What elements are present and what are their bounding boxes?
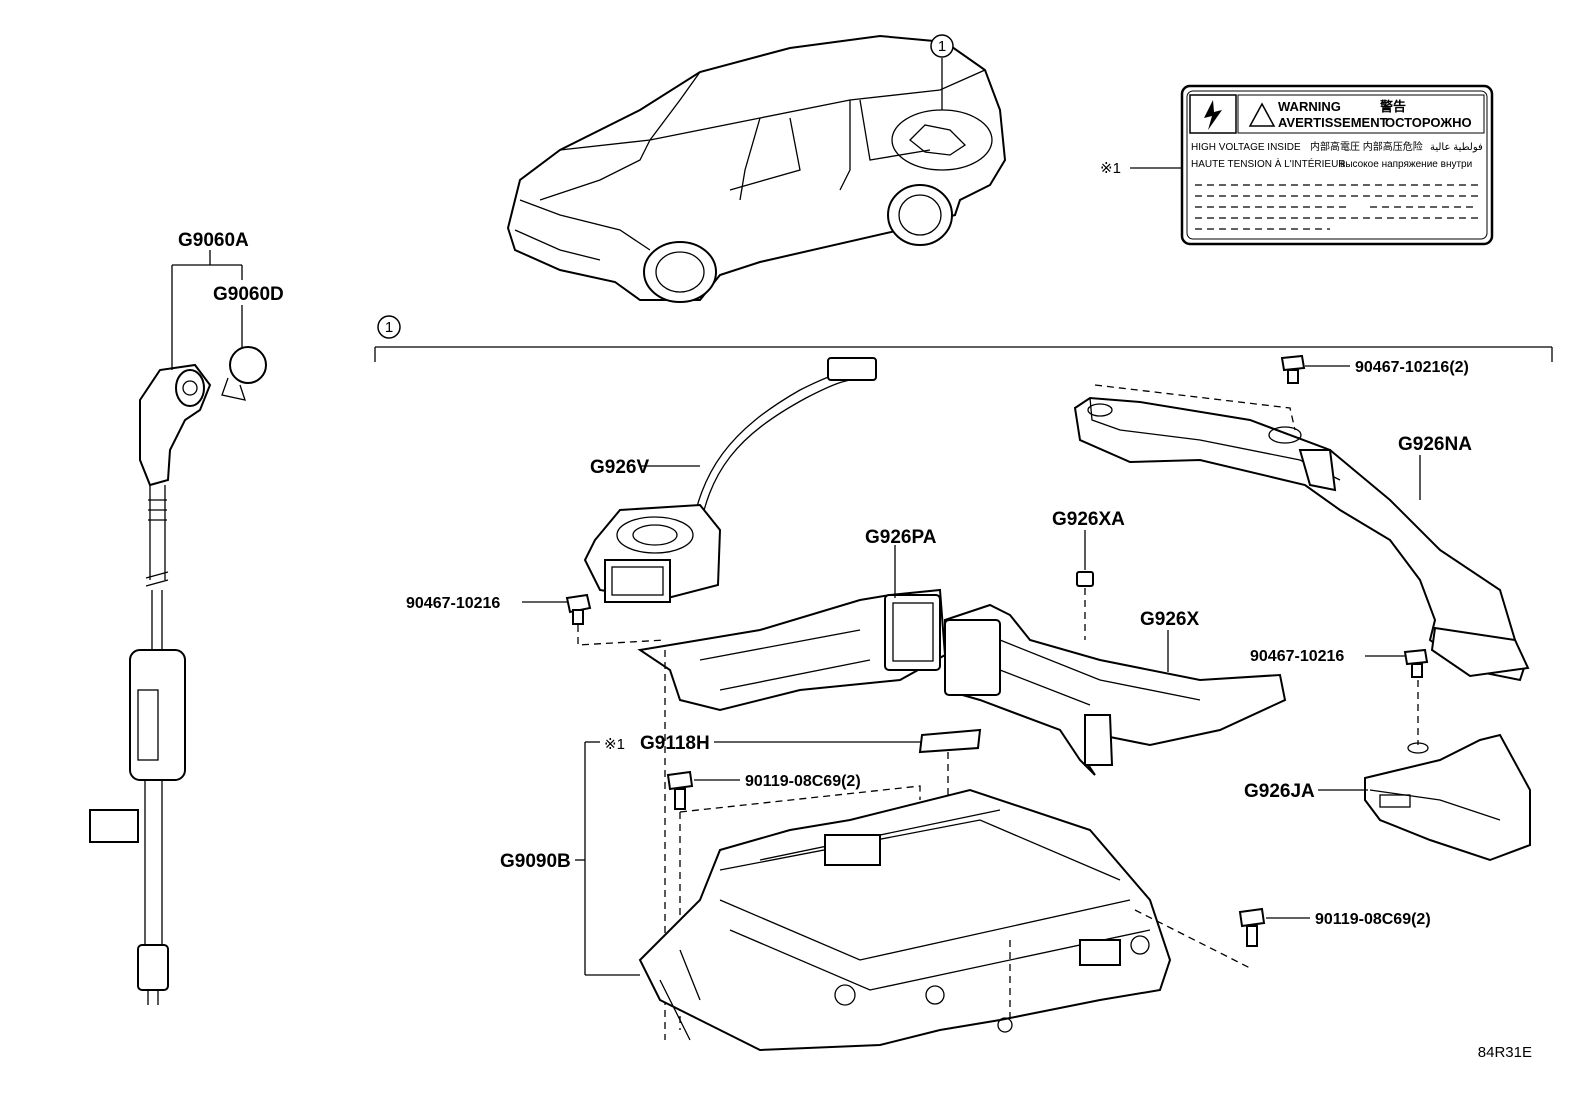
warning-line3: HIGH VOLTAGE INSIDE [1191, 142, 1301, 153]
label-g926ja: G926JA [1244, 781, 1315, 802]
screw-top: 90119-08C69(2) [664, 650, 921, 1040]
blower-fan-g926v: G926V [583, 357, 877, 603]
label-g926v: G926V [590, 457, 649, 478]
label-bolt-left: 90467-10216 [406, 595, 500, 612]
bolt-top-right: 90467-10216(2) [1280, 354, 1469, 384]
label-bolt-right: 90467-10216 [1250, 648, 1344, 665]
label-g926na: G926NA [1398, 434, 1472, 455]
label-screw-right: 90119-08C69(2) [1315, 911, 1431, 928]
duct-g926na: G926NA [1073, 384, 1530, 682]
warning-line1-left: WARNING [1278, 99, 1341, 114]
clip-g926xa: G926XA [1052, 509, 1125, 640]
warning-line3-arabic: فولطية عالية [1430, 142, 1483, 153]
label-g9060d: G9060D [213, 284, 284, 305]
high-voltage-icon [1204, 100, 1222, 130]
label-sticker-g9118h: G9118H ※1 [604, 728, 982, 830]
label-g9060a: G9060A [178, 230, 249, 251]
charging-cable-assembly: G9060A G9060D [89, 230, 284, 1005]
duct-g926x: G926X [944, 603, 1287, 776]
vehicle-callout-number: 1 [938, 38, 946, 55]
warning-line3-cjk: 内部高電圧 内部高压危险 [1310, 140, 1423, 153]
vehicle-illustration: 1 [506, 34, 1007, 303]
label-g9118h: G9118H [640, 733, 710, 754]
label-g926pa: G926PA [865, 527, 937, 548]
warning-line2-right: ОСТОРОЖНО [1385, 115, 1472, 130]
label-g9090b: G9090B [500, 851, 571, 872]
warning-line1-right: 警告 [1380, 99, 1406, 114]
label-g926xa: G926XA [1052, 509, 1125, 530]
caution-triangle-icon [1248, 102, 1276, 127]
diagram-reference-code: 84R31E [1478, 1044, 1532, 1061]
bolt-right: 90467-10216 [1250, 648, 1429, 745]
power-control-unit-g9090b: G9090B [500, 741, 1251, 1052]
label-g926x: G926X [1140, 609, 1199, 630]
high-voltage-warning-label: WARNING 警告 AVERTISSEMENT ОСТОРОЖНО HIGH … [1100, 84, 1494, 246]
warning-line2-left: AVERTISSEMENT [1278, 115, 1388, 130]
g9118h-note-mark: ※1 [604, 736, 625, 753]
assembly-bracket: 1 [374, 315, 1553, 362]
duct-g926pa: G926PA [637, 527, 947, 712]
label-screw-top: 90119-08C69(2) [745, 773, 861, 790]
warning-line4-left: HAUTE TENSION À L'INTÉRIEUR [1191, 157, 1346, 170]
label-bolt-top-right: 90467-10216(2) [1355, 359, 1469, 376]
screw-right: 90119-08C69(2) [1238, 907, 1431, 947]
bracket-g926ja: G926JA [1244, 733, 1531, 862]
warning-line4-right: высокое напряжение внутри [1340, 159, 1472, 170]
bolt-left: 90467-10216 [406, 593, 666, 646]
warning-label-note-mark: ※1 [1100, 160, 1121, 177]
assembly-callout-number: 1 [385, 319, 393, 336]
